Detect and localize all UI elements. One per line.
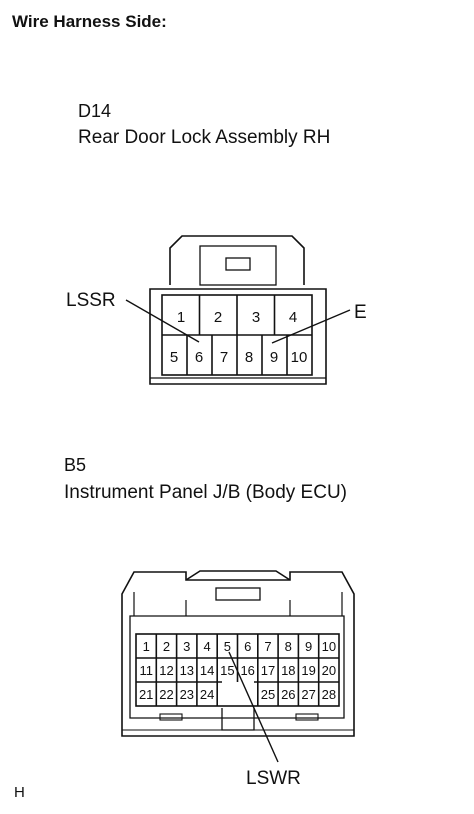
- b5-pin: 16: [240, 663, 254, 678]
- b5-latch-window: [215, 587, 261, 601]
- b5-pin: 9: [305, 639, 312, 654]
- b5-housing: [121, 571, 355, 737]
- b5-pin: 6: [244, 639, 251, 654]
- b5-pin: 23: [180, 687, 194, 702]
- b5-pin: 17: [261, 663, 275, 678]
- b5-pin: 7: [264, 639, 271, 654]
- b5-pin: 12: [159, 663, 173, 678]
- b5-pin: 25: [261, 687, 275, 702]
- b5-inner-body: [129, 615, 345, 719]
- d14-pin: 9: [270, 349, 278, 366]
- callout-lssr-label: LSSR: [66, 290, 116, 311]
- d14-lock-inner: [199, 245, 277, 286]
- d14-callouts: LSSR E: [66, 290, 367, 344]
- b5-key-notch: [221, 708, 255, 731]
- d14-lock-latch: [225, 257, 251, 271]
- connector-d14-code: D14: [78, 101, 112, 121]
- b5-pin: 13: [180, 663, 194, 678]
- d14-pin-labels: 1 2 3 4 5 6 7 8 9 10: [170, 309, 308, 366]
- b5-top-latch: [185, 570, 291, 581]
- b5-pin: 22: [159, 687, 173, 702]
- b5-pin: 27: [301, 687, 315, 702]
- connector-b5-code: B5: [64, 455, 87, 475]
- d14-pin: 10: [291, 349, 308, 366]
- b5-pin-labels: 1 2 3 4 5 6 7 8 9 10 11 12 13 14 15 16 1…: [139, 639, 336, 702]
- d14-pin: 7: [220, 349, 228, 366]
- b5-pin: 4: [203, 639, 210, 654]
- b5-pin: 8: [285, 639, 292, 654]
- d14-pin: 2: [214, 309, 222, 326]
- b5-pin: 5: [224, 639, 231, 654]
- d14-pin: 5: [170, 349, 178, 366]
- connector-d14: [149, 235, 327, 385]
- callout-lssr-leader: [125, 299, 200, 343]
- d14-pin: 6: [195, 349, 203, 366]
- b5-pin: 26: [281, 687, 295, 702]
- b5-pin: 3: [183, 639, 190, 654]
- connector-b5: [121, 570, 355, 737]
- d14-body: [149, 288, 327, 385]
- b5-pin: 1: [143, 639, 150, 654]
- callout-lswr-leader: [228, 651, 279, 763]
- b5-pin: 2: [163, 639, 170, 654]
- b5-pin: 18: [281, 663, 295, 678]
- d14-lock-tab: [169, 235, 305, 285]
- callout-lswr-label: LSWR: [246, 768, 301, 789]
- connector-d14-description: Rear Door Lock Assembly RH: [78, 127, 331, 148]
- b5-pin: 24: [200, 687, 214, 702]
- b5-pin: 21: [139, 687, 153, 702]
- page-heading: Wire Harness Side:: [12, 12, 167, 31]
- b5-callouts: LSWR: [228, 651, 301, 789]
- b5-pin: 19: [301, 663, 315, 678]
- b5-pin: 10: [322, 639, 336, 654]
- figure-footnote: H: [14, 784, 25, 801]
- callout-e-leader: [271, 309, 351, 344]
- b5-pin: 15: [220, 663, 234, 678]
- d14-pin: 8: [245, 349, 253, 366]
- connector-b5-description: Instrument Panel J/B (Body ECU): [64, 482, 347, 503]
- d14-pin: 1: [177, 309, 185, 326]
- callout-e-label: E: [354, 302, 367, 323]
- d14-pin: 4: [289, 309, 297, 326]
- b5-pin: 11: [139, 663, 153, 678]
- b5-pin: 20: [322, 663, 336, 678]
- b5-pin: 28: [322, 687, 336, 702]
- b5-row3-gap: [218, 683, 257, 705]
- d14-pin: 3: [252, 309, 260, 326]
- b5-pin: 14: [200, 663, 214, 678]
